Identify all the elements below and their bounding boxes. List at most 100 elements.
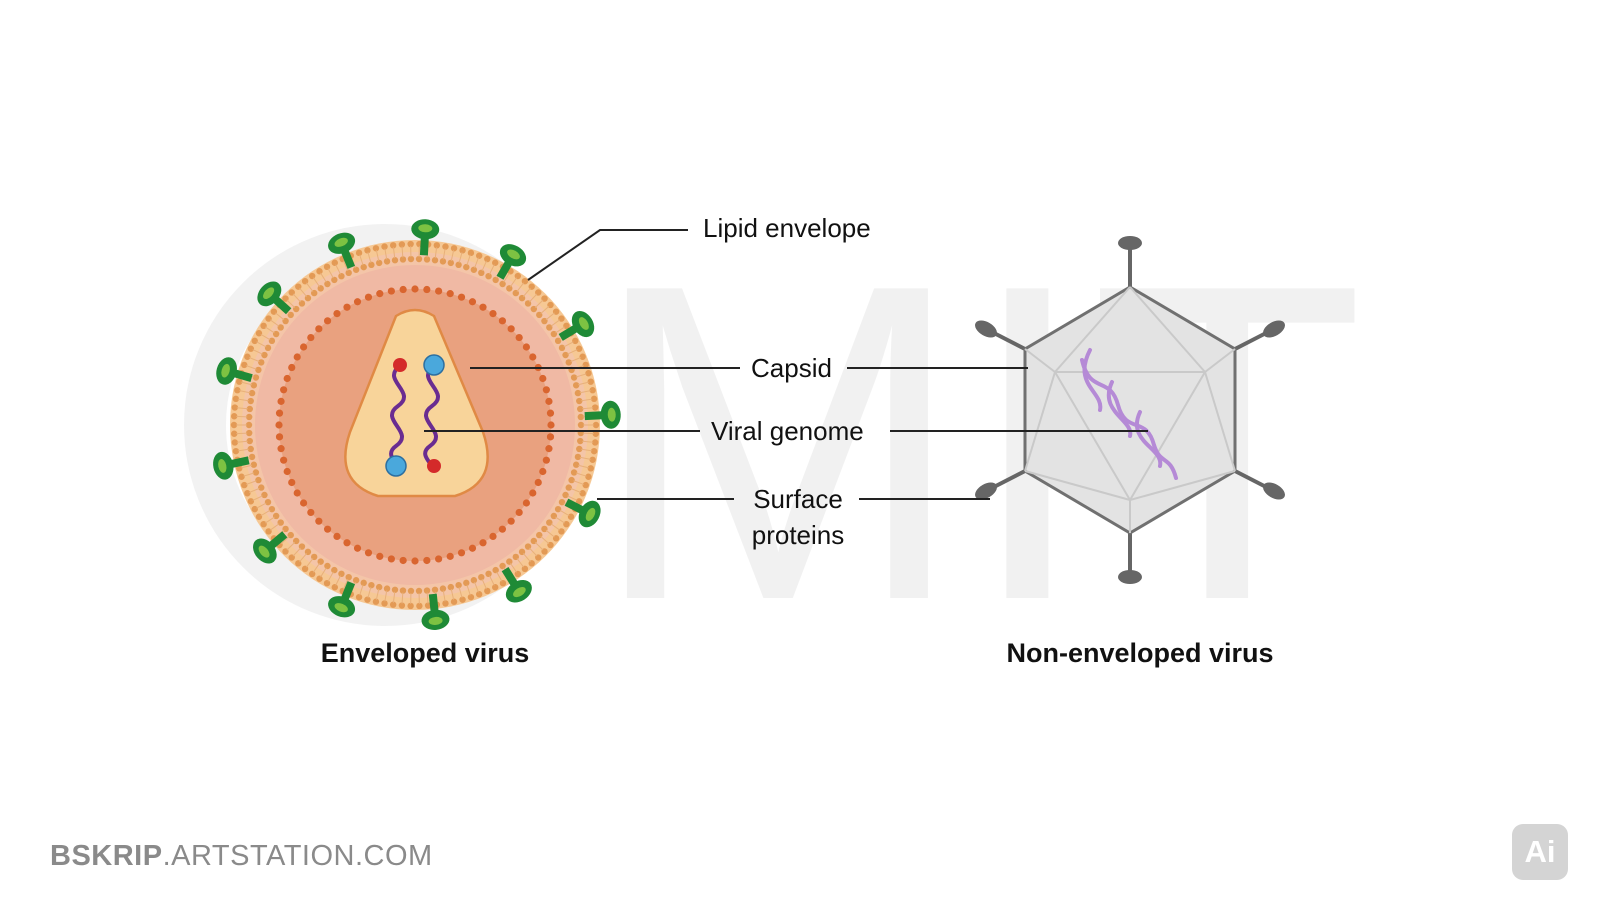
lipid-head — [573, 462, 579, 468]
lipid-head — [585, 370, 591, 376]
lipid-head — [255, 367, 261, 373]
caption-enveloped-virus: Enveloped virus — [300, 638, 550, 669]
lipid-head — [238, 474, 244, 480]
lipid-head — [248, 346, 254, 352]
matrix-dot — [288, 364, 295, 371]
matrix-dot — [489, 533, 496, 540]
lipid-head — [455, 262, 461, 268]
lipid-tail — [583, 433, 594, 434]
lipid-head — [478, 270, 484, 276]
lipid-head — [566, 359, 572, 365]
matrix-dot — [411, 285, 418, 292]
matrix-dot — [276, 410, 283, 417]
matrix-dot — [277, 398, 284, 405]
matrix-dot — [276, 433, 283, 440]
matrix-dot — [529, 353, 536, 360]
matrix-dot — [400, 557, 407, 564]
lipid-head — [559, 345, 565, 351]
lipid-head — [252, 338, 258, 344]
lipid-head — [324, 264, 330, 270]
lipid-head — [506, 285, 512, 291]
matrix-dot — [499, 526, 506, 533]
lipid-head — [346, 574, 352, 580]
lipid-head — [484, 256, 490, 262]
lipid-head — [241, 482, 247, 488]
lipid-head — [571, 374, 577, 380]
lipid-head — [316, 576, 322, 582]
lipid-head — [559, 499, 565, 505]
lipid-head — [485, 571, 491, 577]
lipid-head — [499, 281, 505, 287]
lipid-head — [251, 462, 257, 468]
lipid-head — [576, 346, 582, 352]
lipid-head — [244, 490, 250, 496]
lipid-head — [568, 477, 574, 483]
lipid-head — [252, 506, 258, 512]
lipid-head — [258, 484, 264, 490]
lipid-head — [492, 567, 498, 573]
lipid-head — [568, 514, 574, 520]
matrix-dot — [343, 539, 350, 546]
label-surface-proteins-line1: Surface — [747, 484, 849, 515]
matrix-dot — [539, 468, 546, 475]
lipid-head — [566, 484, 572, 490]
lipid-head — [500, 580, 506, 586]
lipid-head — [256, 514, 262, 520]
lipid-head — [579, 490, 585, 496]
penton-fiber-icon — [1118, 236, 1142, 250]
lipid-head — [236, 378, 242, 384]
lipid-head — [571, 469, 577, 475]
matrix-dot — [284, 375, 291, 382]
matrix-dot — [365, 294, 372, 301]
lipid-head — [331, 567, 337, 573]
lipid-tail — [236, 416, 247, 417]
lipid-head — [273, 513, 279, 519]
lipid-head — [492, 277, 498, 283]
matrix-dot — [523, 343, 530, 350]
matrix-dot — [288, 479, 295, 486]
caption-non-enveloped-virus: Non-enveloped virus — [990, 638, 1290, 669]
lipid-head — [269, 506, 275, 512]
matrix-dot — [388, 287, 395, 294]
matrix-dot — [294, 489, 301, 496]
matrix-dot — [535, 479, 542, 486]
matrix-dot — [300, 499, 307, 506]
lipid-head — [241, 362, 247, 368]
matrix-dot — [388, 555, 395, 562]
lipid-head — [585, 474, 591, 480]
lipid-head — [364, 247, 370, 253]
lipid-head — [331, 277, 337, 283]
lipid-head — [499, 563, 505, 569]
lipid-head — [324, 563, 330, 569]
matrix-dot — [547, 410, 554, 417]
lipid-head — [353, 577, 359, 583]
lipid-head — [338, 273, 344, 279]
lipid-head — [506, 558, 512, 564]
matrix-dot — [458, 294, 465, 301]
lipid-head — [476, 253, 482, 259]
matrix-dot — [333, 533, 340, 540]
lipid-head — [492, 584, 498, 590]
lipid-head — [364, 596, 370, 602]
matrix-dot — [469, 545, 476, 552]
lipid-head — [260, 521, 266, 527]
lipid-head — [368, 582, 374, 588]
matrix-dot — [277, 445, 284, 452]
footer-brand-bold: BSKRIP — [50, 840, 163, 872]
matrix-dot — [400, 286, 407, 293]
lipid-head — [368, 262, 374, 268]
matrix-dot — [315, 325, 322, 332]
lipid-head — [332, 260, 338, 266]
lipid-head — [468, 250, 474, 256]
matrix-dot — [300, 343, 307, 350]
lipid-head — [562, 352, 568, 358]
matrix-dot — [545, 398, 552, 405]
matrix-dot — [516, 334, 523, 341]
lipid-head — [471, 267, 477, 273]
footer-brand: BSKRIP.ARTSTATION.COM — [50, 840, 433, 873]
matrix-dot — [499, 317, 506, 324]
matrix-dot — [333, 310, 340, 317]
lipid-head — [555, 338, 561, 344]
matrix-dot — [376, 553, 383, 560]
